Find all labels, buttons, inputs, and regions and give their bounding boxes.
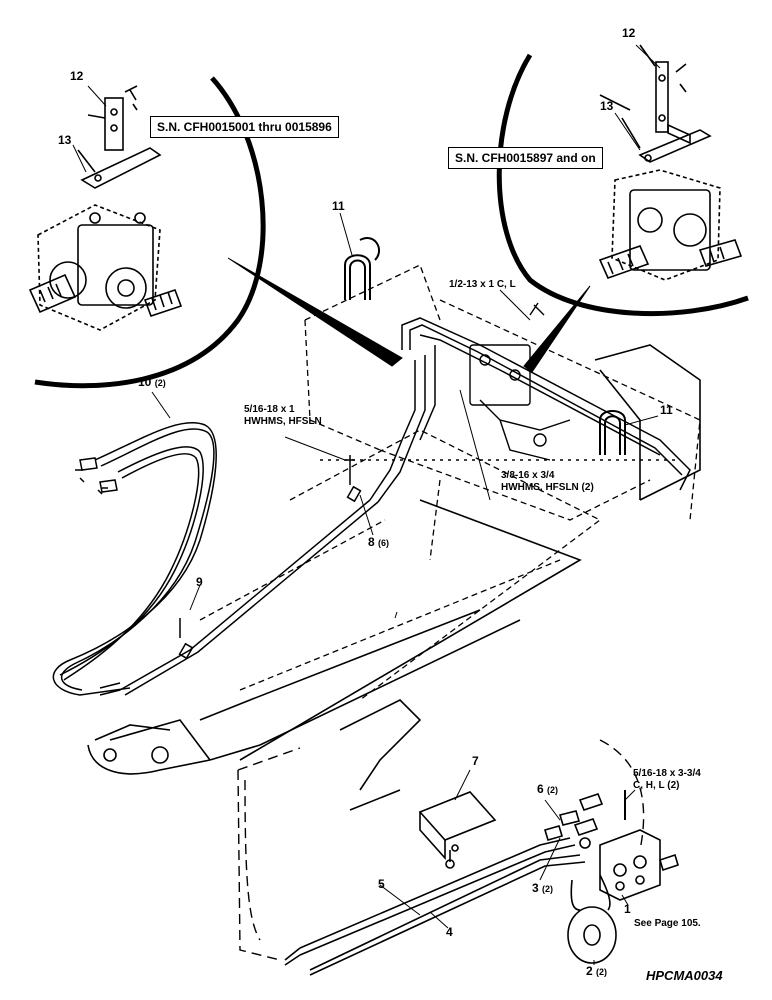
hardware-38-line2: HWHMS, HFSLN (2) <box>501 482 594 493</box>
control-valve <box>544 790 679 901</box>
callout-10-number: 10 <box>138 375 152 389</box>
callout-10: 10 (2) <box>138 376 166 389</box>
serial-note-left: S.N. CFH0015001 thru 0015896 <box>150 116 339 138</box>
lower-hoses <box>284 837 586 976</box>
figure-id: HPCMA0034 <box>646 968 723 983</box>
detail-circle-left <box>34 76 266 389</box>
hardware-long-line2: C, H, L (2) <box>633 780 680 791</box>
hardware-516-bolt: 5/16-18 x 1 HWHMS, HFSLN <box>244 404 322 428</box>
callout-1: 1 <box>624 902 631 916</box>
u-bolt-right <box>599 410 626 455</box>
callout-6-qty: (2) <box>547 785 559 795</box>
hardware-38-line1: 3/8-16 x 3/4 <box>501 470 555 481</box>
see-page-note: See Page 105. <box>634 918 701 929</box>
callout-12-left: 12 <box>70 69 84 83</box>
hardware-38-bolt: 3/8-16 x 3/4 HWHMS, HFSLN (2) <box>501 470 594 494</box>
hose-loops <box>52 421 217 696</box>
callout-8-number: 8 <box>368 535 375 549</box>
callout-7: 7 <box>472 754 479 768</box>
callout-6: 6 (2) <box>537 783 558 796</box>
hardware-516-line2: HWHMS, HFSLN <box>244 416 322 427</box>
detail-wedge-left <box>227 257 403 367</box>
callout-5: 5 <box>378 877 385 891</box>
callout-13-right: 13 <box>600 99 614 113</box>
hardware-long-line1: 5/16-18 x 3-3/4 <box>633 768 701 779</box>
callout-3-number: 3 <box>532 881 539 895</box>
hardware-long-bolt: 5/16-18 x 3-3/4 C, H, L (2) <box>633 768 701 792</box>
main-frame-outline <box>199 264 701 701</box>
u-bolt-top <box>344 237 380 300</box>
main-frame <box>87 344 701 775</box>
tube-fittings <box>178 455 362 660</box>
callout-8: 8 (6) <box>368 536 389 549</box>
callout-2: 2 (2) <box>586 965 607 978</box>
callout-10-qty: (2) <box>154 378 166 388</box>
callout-2-number: 2 <box>586 964 593 978</box>
callout-3: 3 (2) <box>532 882 553 895</box>
hardware-516-line1: 5/16-18 x 1 <box>244 404 295 415</box>
callout-8-qty: (6) <box>378 538 390 548</box>
lower-bracket-7 <box>339 699 497 869</box>
right-detail-gearbox <box>598 44 743 281</box>
serial-note-right: S.N. CFH0015897 and on <box>448 147 603 169</box>
hardware-half-inch-bolt: 1/2-13 x 1 C, L <box>449 279 516 290</box>
callout-9: 9 <box>196 575 203 589</box>
callout-13-left: 13 <box>58 133 72 147</box>
leader-lines <box>72 44 661 965</box>
center-valve-block <box>469 302 571 461</box>
callout-11-top: 11 <box>332 199 345 213</box>
callout-6-number: 6 <box>537 782 544 796</box>
lower-frame-outline <box>237 739 645 961</box>
left-detail-gearbox <box>28 85 183 331</box>
callout-3-qty: (2) <box>542 884 554 894</box>
callout-4: 4 <box>446 925 453 939</box>
callout-11-right: 11 <box>660 403 673 417</box>
callout-2-qty: (2) <box>596 967 608 977</box>
detail-circle-right <box>496 53 749 317</box>
hydraulic-tubes <box>119 317 691 696</box>
detail-wedge-right <box>523 285 591 373</box>
hose-end-cap <box>567 874 617 964</box>
callout-12-right: 12 <box>622 26 636 40</box>
